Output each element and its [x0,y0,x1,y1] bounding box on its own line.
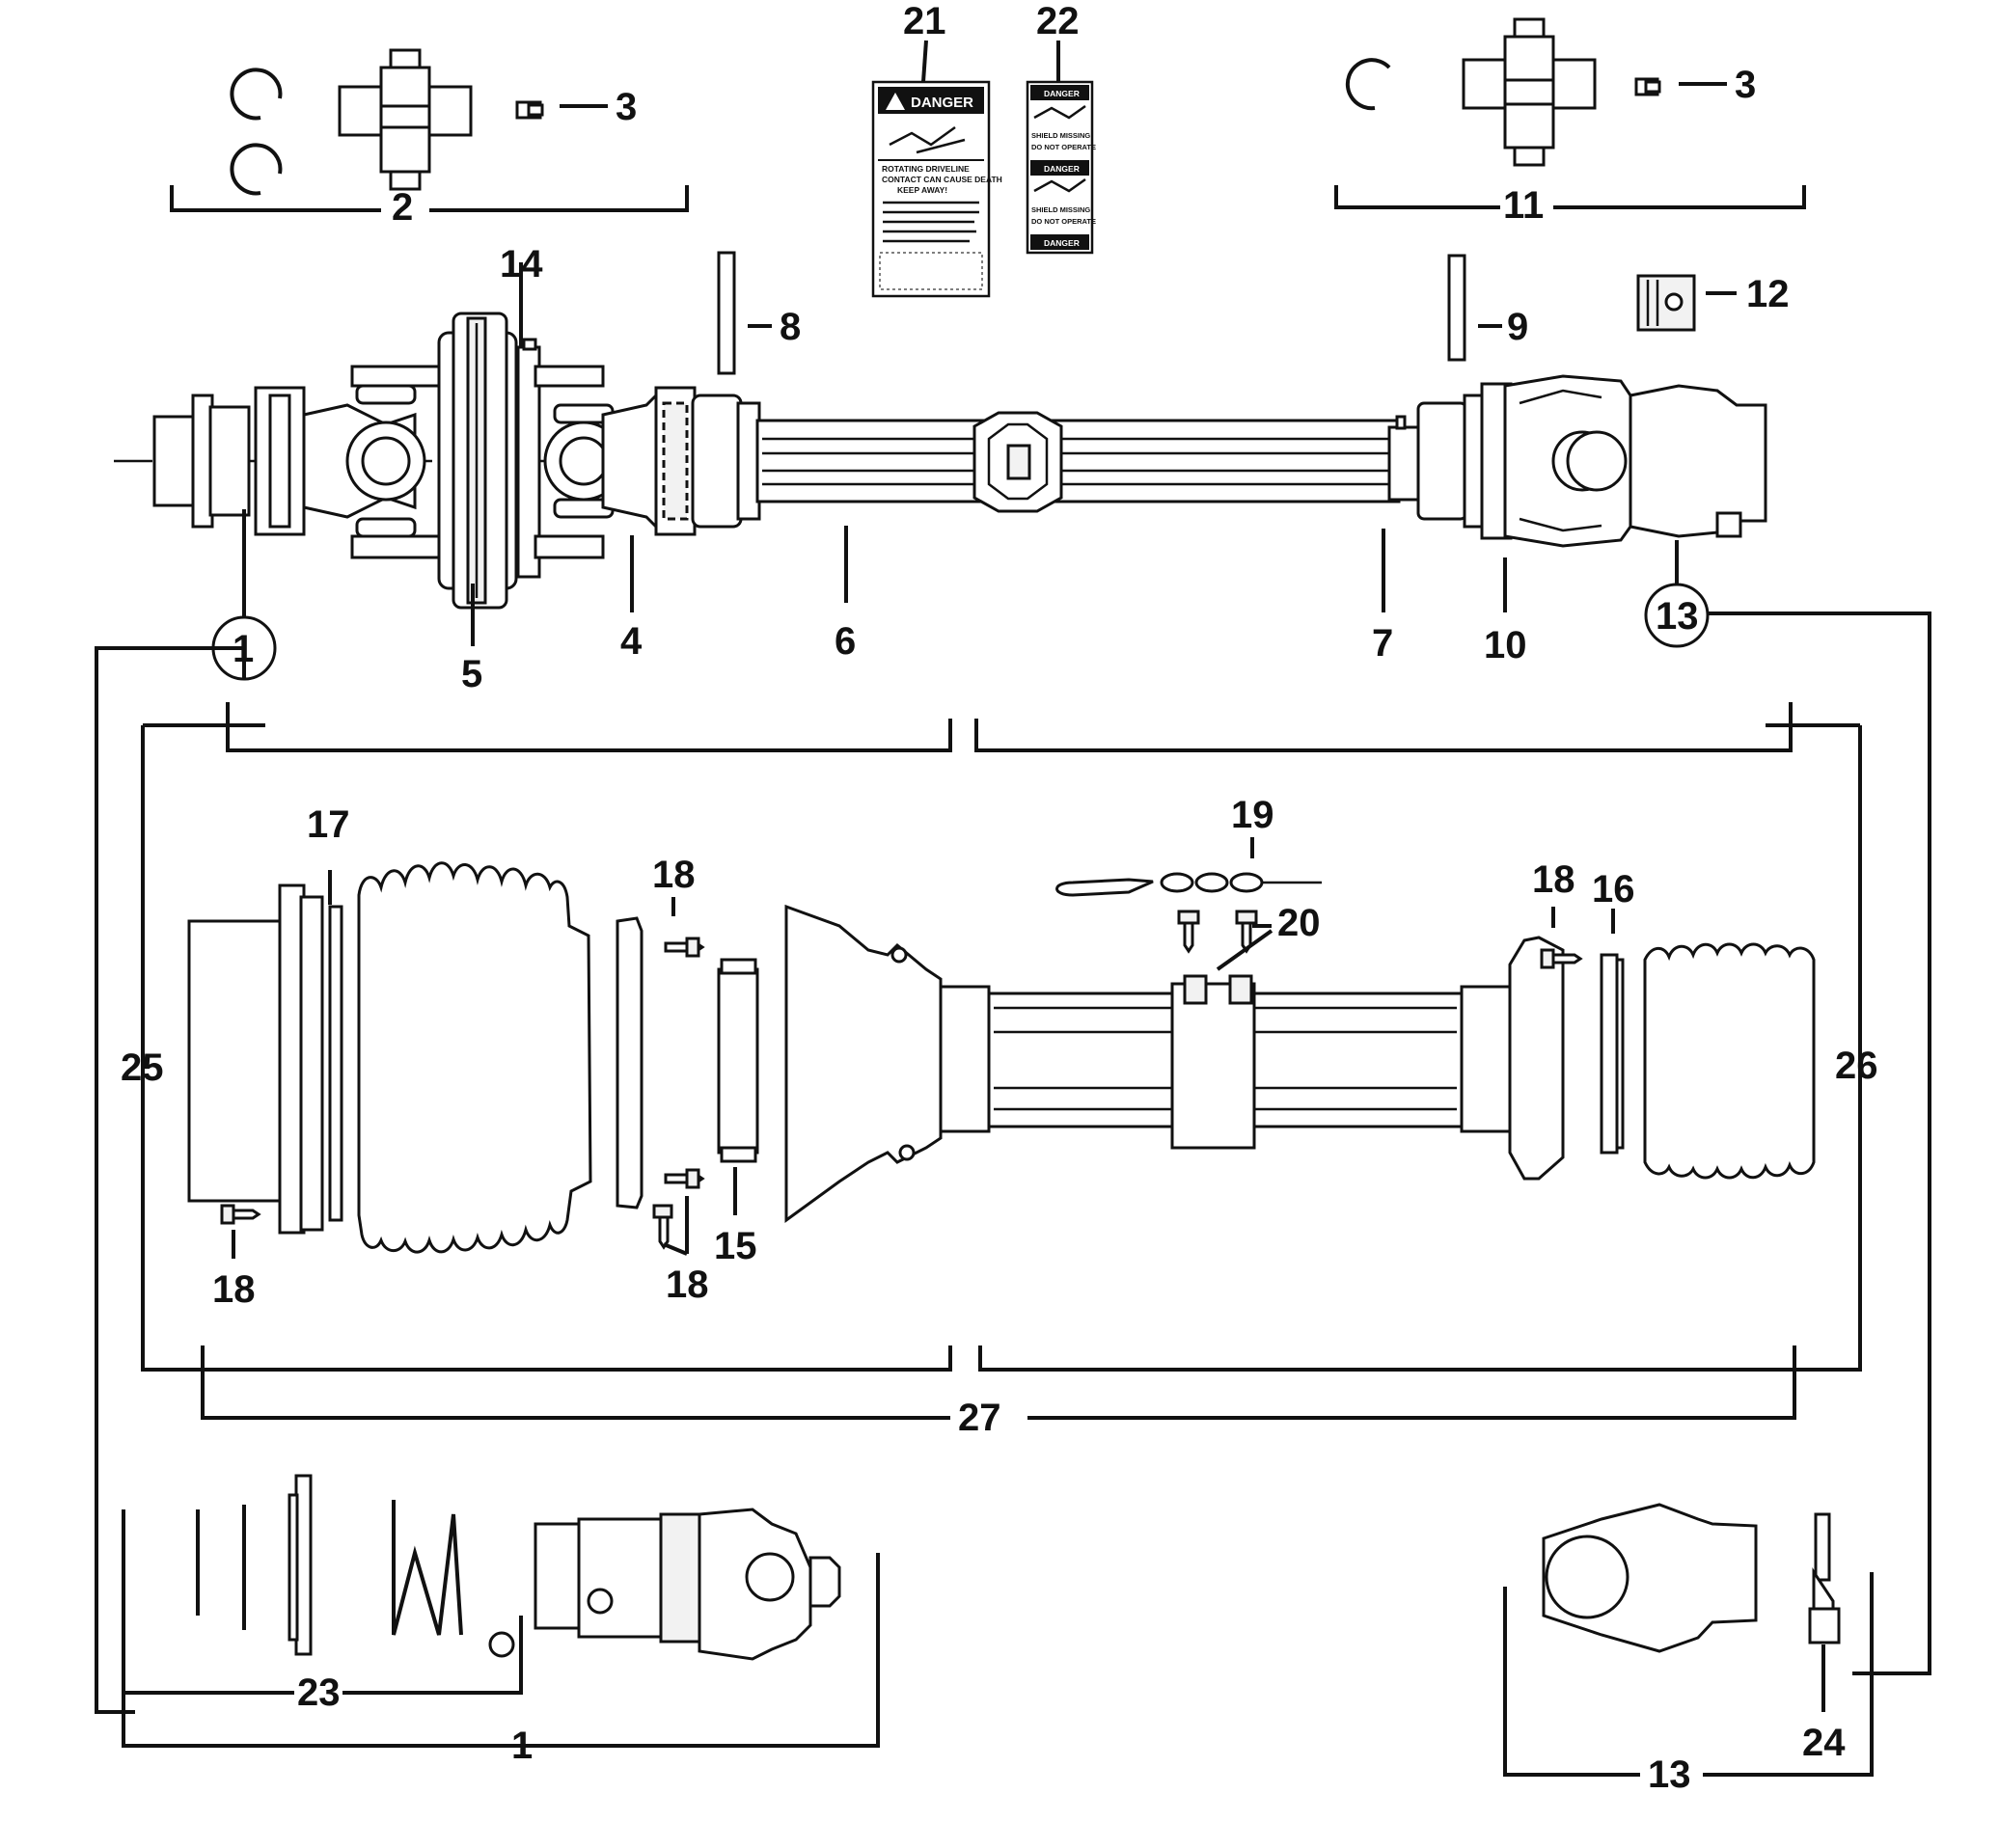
cross-bearing-right [1462,17,1597,167]
shear-bolt-yoke-13 [1566,384,1767,538]
guard-bellows-left [357,861,592,1254]
callout-2: 2 [392,186,413,229]
callout-18-right: 18 [1532,858,1575,901]
decal-22-text-2b: DO NOT OPERATE [1031,217,1096,226]
callout-8: 8 [780,306,801,348]
decal-22-text-1a: SHIELD MISSING [1031,131,1090,140]
snap-ring-pair-left [230,68,283,196]
decal-21-header: DANGER [911,95,973,111]
callout-23: 23 [297,1671,341,1714]
decal-22-text-1b: DO NOT OPERATE [1031,143,1096,151]
decal-21-line1: ROTATING DRIVELINE [882,164,970,174]
callout-10: 10 [1484,624,1527,666]
grease-fitting-right [1634,77,1661,96]
callout-4: 4 [620,620,643,663]
callout-20: 20 [1277,902,1321,944]
callout-1-bottom: 1 [511,1725,533,1767]
callout-12: 12 [1746,273,1790,315]
bearing-ring-16 [1600,953,1625,1155]
profile-tube-6 [755,411,1401,513]
guard-tab-9 [1447,254,1466,362]
callout-13-bottom: 13 [1648,1753,1691,1796]
callout-18-top: 18 [652,854,696,896]
clutch-yoke-assembly [534,1508,841,1661]
callout-6: 6 [835,620,856,663]
decal-22-header-3: DANGER [1044,238,1080,248]
guard-bellows-right [1643,942,1816,1180]
screw-20-a [1177,910,1200,954]
callout-13: 13 [1656,595,1699,638]
screw-18-upper [664,937,705,958]
decal-21-line3: KEEP AWAY! [897,185,947,195]
callout-19: 19 [1231,794,1274,836]
callout-9: 9 [1507,306,1528,348]
callout-5: 5 [461,653,482,695]
callout-17: 17 [307,803,350,846]
bearing-15 [717,958,759,1163]
callout-18-bottom-mid: 18 [666,1264,709,1306]
decal-22-header-2: DANGER [1044,164,1080,174]
decal-21-line2: CONTACT CAN CAUSE DEATH [882,175,1002,184]
callout-7: 7 [1372,622,1393,665]
decal-22-header-1: DANGER [1044,89,1080,98]
callout-15: 15 [714,1225,757,1267]
shear-bolt-24 [1808,1512,1841,1644]
bearing-ring-left [616,916,644,1209]
callout-25: 25 [121,1046,164,1089]
callout-22: 22 [1036,0,1080,42]
guard-tab-8 [717,251,736,375]
friction-clutch-5 [437,312,541,610]
callout-24: 24 [1802,1722,1846,1764]
screw-18-right [1540,948,1583,969]
callout-18-bottom-left: 18 [212,1268,256,1311]
callout-21: 21 [903,0,946,42]
guard-cone-left [187,883,343,1235]
callout-3-right: 3 [1735,64,1756,106]
yoke-13-parts [1542,1503,1758,1653]
inner-yoke-4 [601,386,761,536]
profile-tube-7 [1387,415,1420,502]
callout-26: 26 [1835,1045,1878,1087]
danger-decal-22: DANGER SHIELD MISSING DO NOT OPERATE DAN… [1026,80,1096,255]
callout-27: 27 [958,1397,1001,1439]
screw-18-lower-left [652,1204,673,1250]
danger-decal-21: DANGER ROTATING DRIVELINE CONTACT CAN CA… [871,80,1002,298]
decal-22-text-2a: SHIELD MISSING [1031,205,1090,214]
screw-20-b [1235,910,1258,954]
cross-bearing-left [338,48,473,191]
safety-chain-19 [1055,872,1322,897]
bearing-ring-12 [1636,274,1696,332]
clutch-spring-kit-23 [196,1474,515,1658]
outer-yoke-10 [1416,374,1632,548]
cross-joint-left [345,365,441,559]
guard-tube-assembly [784,904,1565,1223]
snap-ring-right [1345,58,1391,111]
callout-14: 14 [500,243,543,285]
screw-18-bottom-cone [220,1204,261,1225]
callout-16: 16 [1592,868,1635,910]
callout-11: 11 [1503,184,1544,227]
grease-fitting-left [515,100,544,120]
callout-3: 3 [616,86,637,128]
screw-18-middle [664,1168,705,1189]
